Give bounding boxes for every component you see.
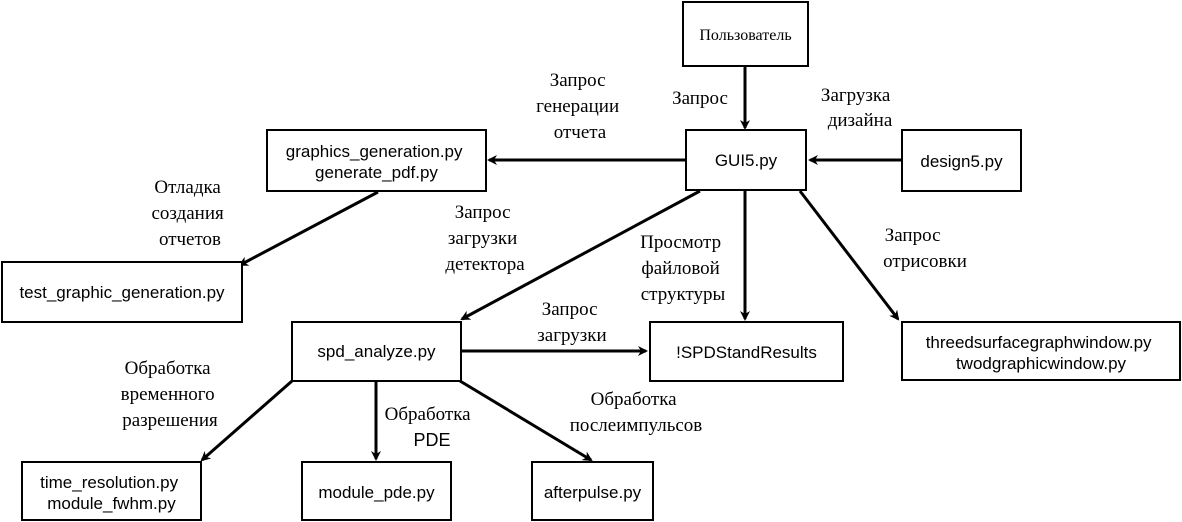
node-test-generation: test_graphic_generation.py: [1, 261, 243, 323]
label-design-gui: Загрузка дизайна: [821, 85, 895, 131]
label-gui-results: Просмотр файловой структуры: [640, 232, 726, 305]
node-design: design5.py: [901, 129, 1022, 192]
node-gui-label: GUI5.py: [715, 151, 778, 170]
node-module-pde-label: module_pde.py: [318, 483, 435, 502]
node-user: Пользователь: [682, 1, 809, 67]
node-test-generation-label: test_graphic_generation.py: [19, 283, 225, 302]
node-afterpulse-label: afterpulse.py: [544, 483, 642, 502]
arrow-graphics-test: [238, 190, 379, 267]
label-user-gui: Запрос: [672, 88, 728, 109]
label-spd-pde: Обработка PDE: [385, 404, 476, 450]
node-afterpulse: afterpulse.py: [531, 461, 654, 521]
arrow-spd-time: [200, 379, 293, 462]
arrow-gui-windows: [798, 190, 900, 321]
node-gui: GUI5.py: [685, 129, 807, 191]
node-spd-analyze-label: spd_analyze.py: [317, 342, 436, 361]
node-windows-label: threedsurfacegraphwindow.py twodgraphicw…: [926, 333, 1157, 373]
label-spd-afterpulse: Обработка послеимпульсов: [570, 389, 703, 436]
node-spd-results: !SPDStandResults: [649, 321, 844, 382]
node-time-resolution: time_resolution.py module_fwhm.py: [21, 461, 202, 521]
arrow-spd-afterpulse: [459, 379, 593, 462]
label-spd-results: Запрос загрузки: [537, 299, 606, 346]
node-design-label: design5.py: [920, 152, 1003, 171]
node-windows: threedsurfacegraphwindow.py twodgraphicw…: [901, 321, 1181, 381]
edge-gui-to-windows: [798, 190, 900, 321]
label-gui-windows: Запрос отрисовки: [883, 225, 967, 272]
edge-spd-to-time: [200, 379, 293, 462]
label-spd-time: Обработка временного разрешения: [121, 358, 220, 431]
arrow-gui-spd: [460, 189, 701, 321]
edge-gui-to-spd: [460, 189, 701, 321]
label-graphics-test: Отладка создания отчетов: [151, 177, 228, 250]
node-module-pde: module_pde.py: [301, 461, 452, 521]
node-spd-results-label: !SPDStandResults: [676, 343, 817, 362]
node-time-resolution-label: time_resolution.py module_fwhm.py: [40, 473, 183, 513]
node-graphics: graphics_generation.py generate_pdf.py: [266, 129, 487, 192]
node-user-label: Пользователь: [699, 27, 791, 44]
node-spd-analyze: spd_analyze.py: [291, 321, 462, 382]
edge-spd-to-afterpulse: [459, 379, 593, 462]
node-graphics-label: graphics_generation.py generate_pdf.py: [286, 142, 467, 182]
label-gui-spd: Запрос загрузки детектора: [445, 202, 525, 275]
label-gui-graphics: Запрос генерации отчета: [536, 70, 624, 143]
edge-graphics-to-test: [238, 190, 379, 267]
